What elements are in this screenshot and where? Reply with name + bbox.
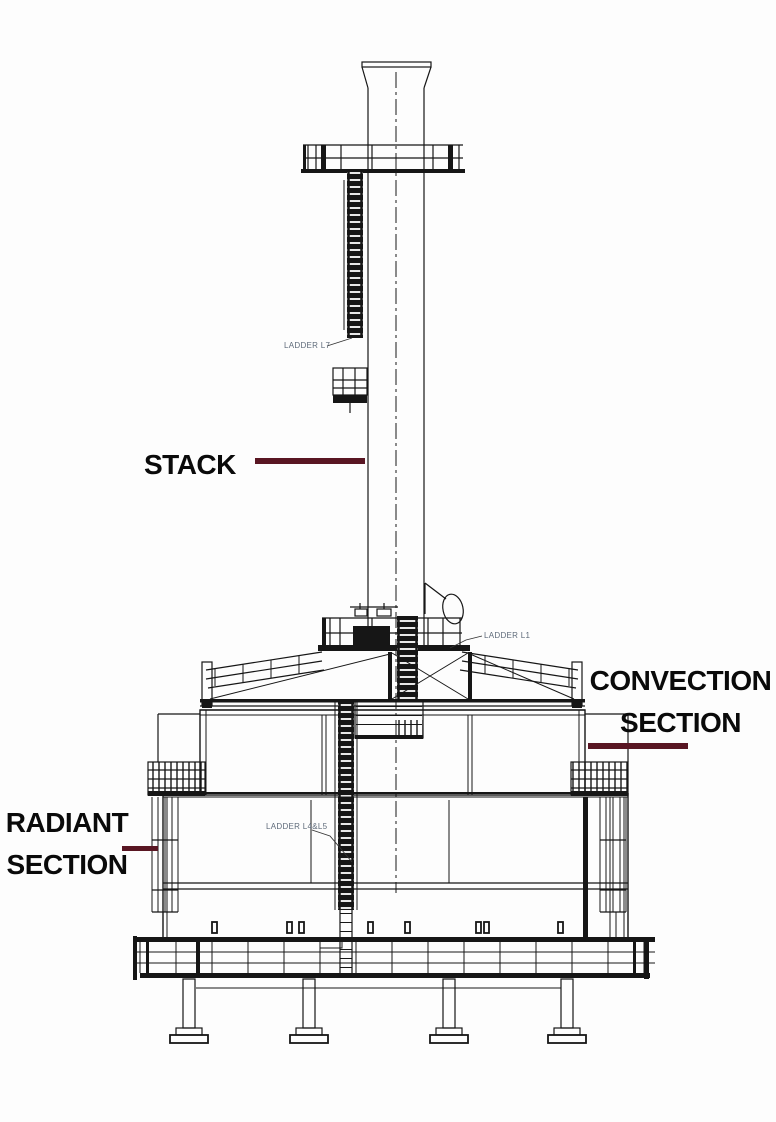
convection-section-label: CONVECTION SECTION [589, 665, 772, 738]
radiant-section-box [162, 792, 629, 941]
label-leader-lines [311, 337, 483, 863]
upper-stack-platform [301, 144, 465, 173]
stack-callout-line [255, 458, 365, 464]
ladder-l4-l5-label: LADDER L4&L5 [266, 822, 328, 831]
right-ladder-tower [570, 761, 629, 941]
base-platform [133, 936, 655, 989]
stack-label: STACK [144, 449, 236, 480]
radiant-callout-line [122, 846, 158, 851]
ladder-landing-platform [354, 699, 424, 739]
ladder-l1-label: LADDER L1 [484, 631, 531, 640]
radiant-ports [211, 921, 564, 934]
ladder-l7 [343, 172, 363, 338]
mid-stack-platform [332, 367, 368, 413]
ladder-l4-l5 [334, 700, 358, 978]
stack-base-platform [318, 582, 470, 651]
radiant-section-label: RADIANT SECTION [5, 807, 129, 880]
ladder-l7-label: LADDER L7 [284, 341, 331, 350]
convection-section-box [157, 709, 629, 796]
support-legs [169, 978, 587, 1044]
stack-access-ladder [397, 616, 418, 702]
convection-callout-line [588, 743, 688, 749]
stack-shape [361, 61, 432, 893]
left-ladder-tower [147, 761, 206, 913]
